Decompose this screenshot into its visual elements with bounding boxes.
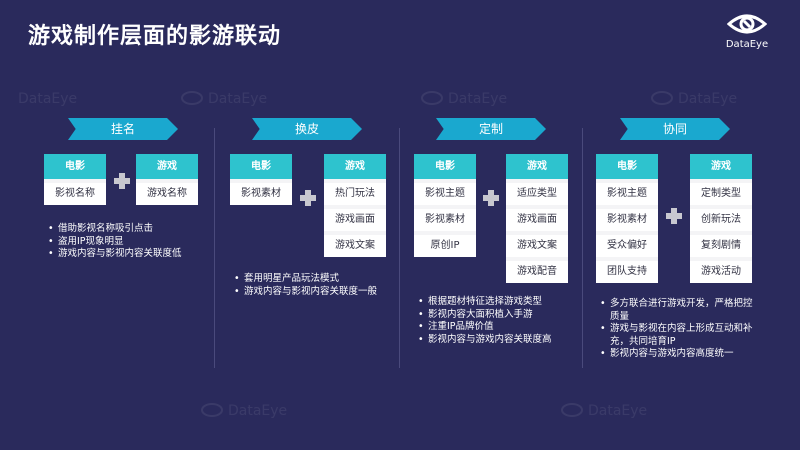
plus-icon (483, 190, 499, 206)
brand-name: DataEye (725, 39, 769, 50)
watermark-logo: DataEye (561, 403, 647, 419)
box-item: 游戏画面 (324, 209, 386, 231)
bullet-item: 游戏与影视在内容上形成互动和补充，共同培育IP (598, 323, 758, 348)
box-header: 电影 (596, 154, 658, 179)
box-header: 电影 (230, 154, 292, 179)
box-item: 影视名称 (44, 183, 106, 205)
box-item: 影视素材 (414, 209, 476, 231)
bullet-item: 根据题材特征选择游戏类型 (416, 296, 586, 309)
box-item: 创新玩法 (690, 209, 752, 231)
bullet-item: 盗用IP现象明显 (46, 236, 206, 249)
game-box: 游戏 游戏名称 (136, 154, 198, 205)
box-item: 原创IP (414, 235, 476, 257)
stage-arrow-xietong: 协同 (620, 118, 730, 140)
bullet-item: 套用明星产品玩法模式 (232, 273, 382, 286)
box-header: 电影 (414, 154, 476, 179)
box-item: 游戏活动 (690, 261, 752, 283)
bullet-list: 根据题材特征选择游戏类型 影视内容大面积植入手游 注重IP品牌价值 影视内容与游… (416, 296, 586, 346)
box-header: 游戏 (136, 154, 198, 179)
box-item: 游戏文案 (506, 235, 568, 257)
brand-logo: DataEye (716, 12, 778, 50)
stage-arrow-dingzhi: 定制 (436, 118, 546, 140)
box-item: 游戏文案 (324, 235, 386, 257)
column-divider (399, 128, 400, 368)
game-box: 游戏 定制类型 创新玩法 复刻剧情 游戏活动 (690, 154, 752, 283)
bullet-list: 借助影视名称吸引点击 盗用IP现象明显 游戏内容与影视内容关联度低 (46, 223, 206, 261)
svg-text:DataEye: DataEye (678, 91, 737, 107)
bullet-item: 注重IP品牌价值 (416, 321, 586, 334)
box-item: 团队支持 (596, 261, 658, 283)
bullet-item: 借助影视名称吸引点击 (46, 223, 206, 236)
film-box: 电影 影视主题 影视素材 受众偏好 团队支持 (596, 154, 658, 283)
game-box: 游戏 热门玩法 游戏画面 游戏文案 (324, 154, 386, 257)
stage-arrow-guaming: 挂名 (68, 118, 178, 140)
watermark-logo: DataEye (421, 91, 507, 107)
bullet-list: 多方联合进行游戏开发，严格把控质量 游戏与影视在内容上形成互动和补充，共同培育I… (598, 298, 758, 361)
box-item: 影视主题 (414, 183, 476, 205)
svg-text:DataEye: DataEye (208, 91, 267, 107)
bullet-item: 影视内容大面积植入手游 (416, 309, 586, 322)
svg-text:DataEye: DataEye (448, 91, 507, 107)
box-header: 游戏 (506, 154, 568, 179)
bullet-item: 游戏内容与影视内容关联度一般 (232, 286, 382, 299)
column-divider (214, 128, 215, 368)
watermark-logo: DataEye (201, 403, 287, 419)
box-item: 定制类型 (690, 183, 752, 205)
box-item: 受众偏好 (596, 235, 658, 257)
film-box: 电影 影视名称 (44, 154, 106, 205)
box-item: 影视素材 (230, 183, 292, 205)
bullet-item: 游戏内容与影视内容关联度低 (46, 248, 206, 261)
game-box: 游戏 适应类型 游戏画面 游戏文案 游戏配音 (506, 154, 568, 283)
box-item: 适应类型 (506, 183, 568, 205)
box-item: 热门玩法 (324, 183, 386, 205)
bullet-item: 影视内容与游戏内容高度统一 (598, 348, 758, 361)
column-divider (582, 128, 583, 368)
page-title: 游戏制作层面的影游联动 (28, 24, 282, 49)
box-header: 游戏 (690, 154, 752, 179)
plus-icon (666, 208, 682, 224)
bullet-item: 影视内容与游戏内容关联度高 (416, 334, 586, 347)
box-item: 影视素材 (596, 209, 658, 231)
box-item: 游戏画面 (506, 209, 568, 231)
svg-text:DataEye: DataEye (228, 403, 287, 419)
film-box: 电影 影视素材 (230, 154, 292, 205)
box-header: 游戏 (324, 154, 386, 179)
eye-logo-icon (727, 14, 767, 34)
film-box: 电影 影视主题 影视素材 原创IP (414, 154, 476, 257)
box-item: 复刻剧情 (690, 235, 752, 257)
stage-arrow-huanpi: 换皮 (252, 118, 362, 140)
bullet-list: 套用明星产品玩法模式 游戏内容与影视内容关联度一般 (232, 273, 382, 298)
watermark-logo: DataEye (651, 91, 737, 107)
svg-text:DataEye: DataEye (18, 91, 77, 107)
box-header: 电影 (44, 154, 106, 179)
plus-icon (114, 173, 130, 189)
watermark-logo: DataEye (181, 91, 267, 107)
watermark-logo: DataEye (18, 91, 77, 107)
plus-icon (300, 190, 316, 206)
box-item: 游戏名称 (136, 183, 198, 205)
box-item: 游戏配音 (506, 261, 568, 283)
svg-text:DataEye: DataEye (588, 403, 647, 419)
bullet-item: 多方联合进行游戏开发，严格把控质量 (598, 298, 758, 323)
box-item: 影视主题 (596, 183, 658, 205)
